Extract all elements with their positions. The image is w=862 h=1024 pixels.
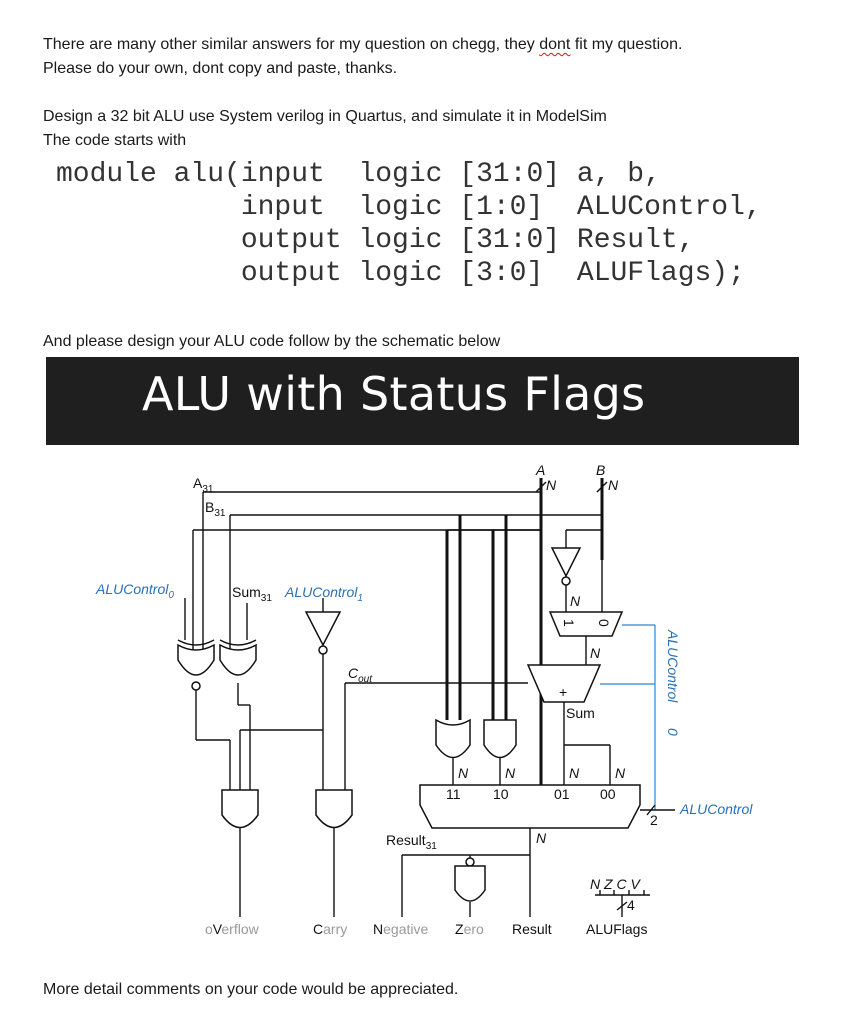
- mux-label-01: 01: [554, 786, 570, 802]
- negative-label: Negative: [373, 921, 428, 937]
- aluflags-label: ALUFlags: [586, 921, 647, 937]
- closing-line: More detail comments on your code would …: [43, 981, 459, 998]
- intro-line-2: Please do your own, dont copy and paste,…: [43, 60, 398, 77]
- alu-schematic: N 1 0 N + Sum ALUControl 0 N N N N 11 10…: [95, 462, 753, 937]
- flag-letters: N Z C V: [590, 876, 641, 892]
- zero-label: Zero: [455, 921, 484, 937]
- overflow-and-gate: [221, 789, 259, 829]
- input-a-label: A: [535, 462, 545, 478]
- code-line: input logic [1:0] ALUControl,: [56, 192, 762, 223]
- result31-label: Result31: [386, 832, 437, 852]
- result-n: N: [536, 830, 547, 846]
- schematic-intro: And please design your ALU code follow b…: [43, 333, 501, 350]
- xor-gate-arc: [219, 639, 257, 646]
- xnor-bubble: [191, 681, 201, 691]
- xnor-gate: [177, 643, 215, 676]
- misspelled-word: dont: [539, 36, 571, 53]
- zero-gate: [454, 865, 486, 902]
- aluc1-label: ALUControl1: [284, 584, 363, 604]
- alucontrol-label: ALUControl: [679, 801, 753, 817]
- mux-label-11: 11: [446, 786, 461, 802]
- mux-in-0: 0: [596, 619, 612, 627]
- carry-label: Carry: [313, 921, 347, 937]
- bus-slash: [646, 804, 656, 816]
- adder: [526, 664, 602, 703]
- intro-line-1: There are many other similar answers for…: [43, 33, 682, 57]
- code-line: output logic [31:0] Result,: [56, 225, 695, 256]
- input-b-n: N: [608, 477, 619, 493]
- intro-paragraph: There are many other similar answers for…: [43, 33, 682, 81]
- n-11: N: [458, 765, 469, 781]
- zero-bubble: [465, 857, 475, 867]
- result-mux: [419, 784, 641, 829]
- bus-slash: [596, 481, 608, 493]
- code-line: output logic [3:0] ALUFlags);: [56, 258, 745, 289]
- bus-slash: [616, 901, 628, 911]
- cout-label: Cout: [348, 665, 373, 685]
- result-label: Result: [512, 921, 552, 937]
- n-10: N: [505, 765, 516, 781]
- task-line-2: The code starts with: [43, 132, 187, 149]
- xnor-gate-arc: [177, 639, 215, 646]
- task-paragraph: Design a 32 bit ALU use System verilog i…: [43, 105, 607, 153]
- banner-title: ALU with Status Flags: [142, 367, 646, 421]
- code-line: module alu(input logic [31:0] a, b,: [56, 159, 661, 190]
- inverter-bubble: [561, 576, 571, 586]
- intro-line-1-post: fit my question.: [570, 36, 683, 53]
- xor-gate: [219, 643, 257, 676]
- aluc0-vertical-sub: 0: [665, 728, 681, 736]
- b31-label: B31: [205, 499, 226, 519]
- sum31-label: Sum31: [232, 584, 272, 604]
- adder-plus: +: [559, 684, 567, 700]
- task-line-1: Design a 32 bit ALU use System verilog i…: [43, 108, 607, 125]
- carry-and-gate: [315, 789, 353, 829]
- mux-in-1: 1: [561, 619, 577, 627]
- mux-label-00: 00: [600, 786, 616, 802]
- input-a-n: N: [546, 477, 557, 493]
- a31-label: A31: [193, 475, 214, 495]
- bus-four: 4: [627, 897, 635, 913]
- aluc1-inverter: [304, 611, 342, 647]
- mux-label-10: 10: [493, 786, 509, 802]
- and-gate: [483, 719, 517, 759]
- sum-label: Sum: [566, 705, 595, 721]
- n-01: N: [569, 765, 580, 781]
- b-mux: [548, 611, 624, 637]
- inverter: [550, 547, 582, 578]
- intro-line-1-pre: There are many other similar answers for…: [43, 36, 540, 53]
- or-gate: [435, 718, 471, 759]
- aluc0-vertical-label: ALUControl: [665, 629, 681, 703]
- input-b-label: B: [596, 462, 605, 478]
- aluc1-inverter-bubble: [318, 645, 328, 655]
- mux-in-n: N: [570, 593, 581, 609]
- bus-slash: [535, 481, 547, 493]
- aluc0-label: ALUControl0: [95, 581, 174, 601]
- code-block: module alu(input logic [31:0] a, b, inpu…: [56, 158, 762, 290]
- title-banner: ALU with Status Flags: [46, 357, 799, 445]
- n-00: N: [615, 765, 626, 781]
- bus-two: 2: [650, 812, 658, 828]
- mux-out-n: N: [590, 645, 601, 661]
- overflow-label: oVerflow: [205, 921, 260, 937]
